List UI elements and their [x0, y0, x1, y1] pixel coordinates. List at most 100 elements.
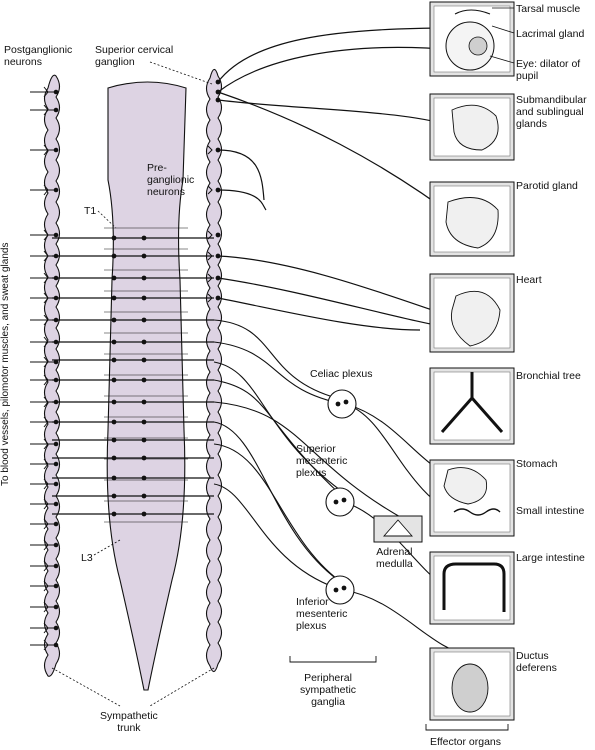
- celiac-plexus-label: Celiac plexus: [310, 368, 373, 380]
- cell-body-dot: [335, 401, 341, 407]
- cell-body-dot: [53, 339, 59, 345]
- right-sympathetic-chain: [205, 68, 223, 673]
- cell-body-dot: [53, 501, 59, 507]
- cell-body-dot: [141, 493, 147, 499]
- preganglionic-projection: [213, 443, 345, 585]
- cell-body-dot: [111, 399, 117, 405]
- cell-body-dot: [53, 89, 59, 95]
- fiber-arrowhead: [207, 251, 213, 261]
- cell-body-dot: [53, 642, 59, 648]
- bronchial-tree-label: Bronchial tree: [516, 370, 581, 382]
- fiber-arrowhead: [43, 438, 49, 450]
- fiber-arrowhead: [43, 560, 49, 572]
- cell-body-dot: [111, 317, 117, 323]
- parotid-sketch: [445, 197, 499, 249]
- fiber-arrowhead: [43, 336, 49, 348]
- preganglionic-projection: [213, 483, 337, 589]
- cell-body-dot: [141, 475, 147, 481]
- l3-leader: [93, 539, 121, 556]
- fiber-arrowhead: [43, 539, 49, 551]
- peripheral-ganglia-bracket: [289, 656, 377, 663]
- cell-body-dot: [111, 419, 117, 425]
- postganglionic-projection: [217, 255, 463, 321]
- cell-body-dot: [53, 377, 59, 383]
- cell-body-dot: [111, 511, 117, 517]
- peripheral-ganglion: [327, 389, 357, 419]
- tarsal-sketch: [454, 9, 491, 15]
- cell-body-dot: [53, 317, 59, 323]
- cell-body-dot: [53, 232, 59, 238]
- fiber-arrowhead: [43, 144, 49, 156]
- fiber-arrowhead: [43, 314, 49, 326]
- cell-body-dot: [333, 499, 339, 505]
- cell-body-dot: [141, 455, 147, 461]
- preganglionic-projection: [213, 379, 343, 497]
- peripheral-ganglia: [325, 389, 357, 605]
- fiber-arrowhead: [43, 639, 49, 651]
- effector-organs-bracket: [425, 724, 509, 731]
- cell-body-dot: [111, 339, 117, 345]
- l3-label: L3: [81, 552, 93, 564]
- fiber-arrowhead: [43, 518, 49, 530]
- cell-body-dot: [111, 377, 117, 383]
- cell-body-dot: [53, 275, 59, 281]
- superior-cervical-ganglion-label: Superior cervical ganglion: [95, 44, 174, 68]
- cell-body-dot: [53, 107, 59, 113]
- fiber-arrowhead: [207, 185, 213, 195]
- peripheral-sympathetic-ganglia-label: Peripheral sympathetic ganglia: [300, 672, 357, 708]
- cell-body-dot: [53, 441, 59, 447]
- cell-body-dot: [141, 295, 147, 301]
- adrenal-sketch: [383, 519, 413, 537]
- cell-body-dot: [111, 235, 117, 241]
- bronchi-sketch: [440, 372, 504, 433]
- postganglionic-neurons-label: Postganglionic neurons: [4, 44, 73, 68]
- fiber-arrowhead: [43, 601, 49, 613]
- cell-body-dot: [141, 275, 147, 281]
- effector-organ-boxes: [373, 1, 515, 721]
- cell-body-dot: [111, 253, 117, 259]
- testis-sketch: [451, 663, 489, 713]
- stomach-label: Stomach: [516, 458, 558, 470]
- preganglionic-projection: [213, 401, 403, 519]
- peripheral-ganglion: [325, 575, 355, 605]
- cell-body-dot: [343, 399, 349, 405]
- cell-body-dot: [141, 377, 147, 383]
- leader-lines: [51, 7, 515, 731]
- postganglionic-projection: [217, 149, 265, 201]
- peripheral-ganglion: [325, 487, 355, 517]
- fiber-arrowhead: [43, 458, 49, 470]
- cell-body-dot: [141, 399, 147, 405]
- cell-body-dot: [215, 232, 221, 238]
- fiber-arrowhead: [43, 104, 49, 116]
- cell-body-dot: [341, 497, 347, 503]
- fiber-arrowhead: [207, 273, 213, 283]
- cell-body-dot: [141, 235, 147, 241]
- fiber-arrowhead: [43, 86, 49, 98]
- cell-body-dot: [141, 317, 147, 323]
- fiber-arrowhead: [43, 229, 49, 241]
- cell-body-dot: [53, 521, 59, 527]
- fiber-arrowhead: [43, 250, 49, 262]
- adrenal-medulla-label: Adrenal medulla: [376, 546, 413, 570]
- small-intestine-label: Small intestine: [516, 505, 585, 517]
- cell-body-dot: [53, 461, 59, 467]
- cell-body-dot: [53, 295, 59, 301]
- t1-leader: [97, 210, 117, 229]
- fiber-arrowhead: [207, 145, 213, 155]
- preganglionic-projection: [213, 421, 339, 581]
- cell-body-dot: [53, 583, 59, 589]
- cell-body-dot: [111, 357, 117, 363]
- heart-sketch: [450, 290, 501, 347]
- cell-body-dot: [111, 437, 117, 443]
- large-intestine-label: Large intestine: [516, 552, 585, 564]
- cell-body-dot: [111, 275, 117, 281]
- postganglionic-projection: [217, 27, 453, 83]
- fiber-arrowhead: [43, 478, 49, 490]
- postganglionic-projection: [217, 189, 267, 211]
- cell-body-dot: [141, 253, 147, 259]
- cell-body-dot: [341, 585, 347, 591]
- preganglionic-neurons-label: Pre- ganglionic neurons: [147, 162, 195, 198]
- cell-body-dot: [141, 357, 147, 363]
- spinal-cord-outline: [106, 81, 187, 691]
- tarsal-muscle-label: Tarsal muscle: [516, 3, 581, 15]
